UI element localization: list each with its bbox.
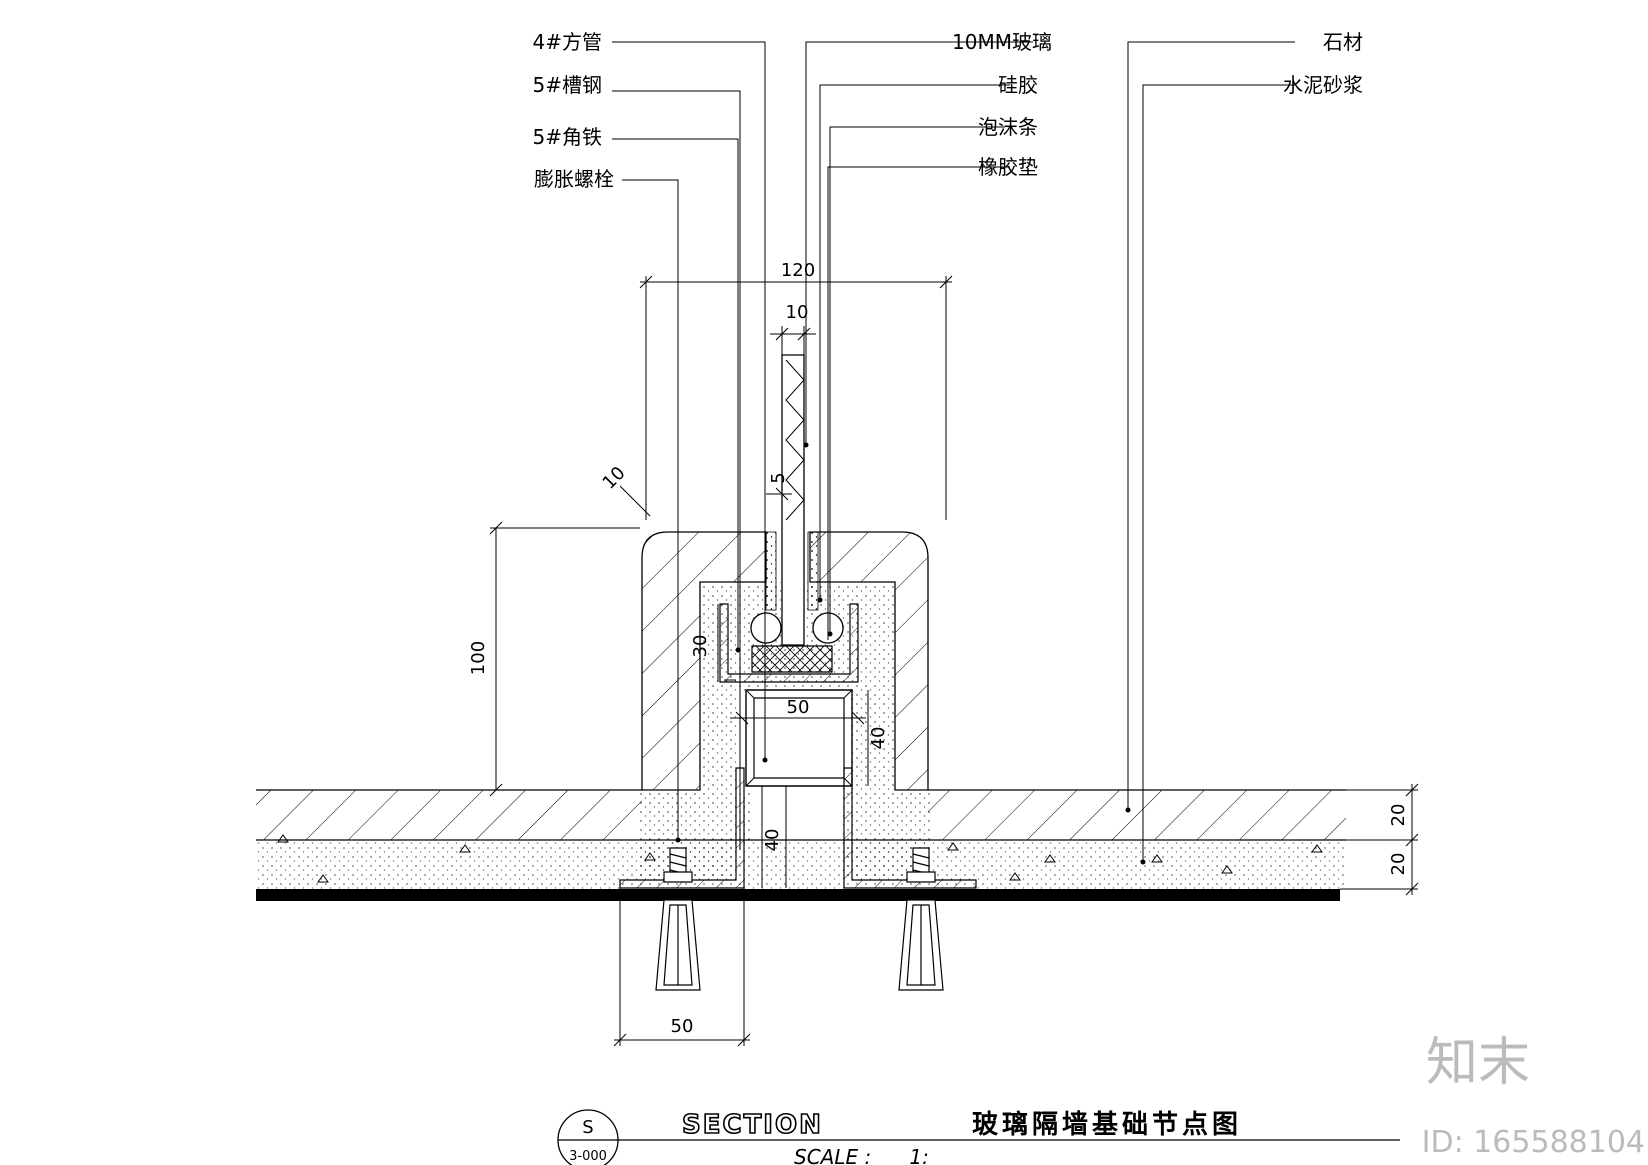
floor-stone-layer	[256, 790, 1346, 840]
structural-slab	[256, 889, 1340, 901]
dim-50-bottom: 50	[671, 1016, 694, 1037]
silicone-sealant	[766, 532, 818, 610]
expansion-bolt-right	[899, 848, 943, 990]
title-block: S 3-000 SECTION 玻璃隔墙基础节点图 SCALE : 1:	[558, 1109, 1400, 1165]
dim-20-upper: 20	[1388, 804, 1409, 827]
scale-text: SCALE : 1:	[794, 1145, 929, 1165]
label-angle-iron: 5#角铁	[533, 125, 602, 149]
dim-20-lower: 20	[1388, 853, 1409, 876]
material-labels: 4#方管 5#槽钢 5#角铁 膨胀螺栓 10MM玻璃 硅胶 泡沫条 橡胶垫 石材…	[533, 30, 1363, 191]
dim-120: 120	[781, 260, 815, 281]
dimension-texts: 120 10 5 10 100 30 50 40 40 50 20 20	[468, 260, 1409, 1037]
dim-30: 30	[690, 635, 711, 658]
watermark-id: ID: 165588104	[1422, 1125, 1645, 1160]
label-square-tube: 4#方管	[533, 30, 602, 54]
dim-10-side: 10	[599, 463, 630, 494]
section-symbol-bottom: 3-000	[569, 1149, 607, 1164]
dim-10-top: 10	[786, 302, 809, 323]
section-symbol-top: S	[582, 1117, 593, 1138]
dim-5: 5	[768, 472, 789, 483]
dim-50-tube: 50	[787, 697, 810, 718]
title-en: SECTION	[682, 1110, 823, 1140]
leader-lines	[612, 42, 1295, 862]
label-silicone: 硅胶	[998, 73, 1038, 97]
rubber-pad	[752, 646, 832, 672]
label-rubber-pad: 橡胶垫	[978, 155, 1038, 179]
leader-dots	[675, 442, 1146, 865]
label-expansion-bolt: 膨胀螺栓	[534, 167, 614, 191]
dim-100: 100	[468, 641, 489, 675]
label-glass: 10MM玻璃	[952, 30, 1052, 54]
watermark-brand: 知末	[1426, 1033, 1530, 1093]
dim-40-lower: 40	[762, 829, 783, 852]
dimension-lines	[490, 276, 1418, 1046]
title-cn: 玻璃隔墙基础节点图	[972, 1109, 1242, 1140]
expansion-bolt-left	[656, 848, 700, 990]
watermark: 知末 ID: 165588104	[1422, 1033, 1645, 1160]
channel-steel	[720, 604, 858, 682]
label-stone: 石材	[1323, 30, 1363, 54]
floor-mortar-layer	[256, 835, 1346, 889]
glass-panel	[782, 355, 804, 645]
foam-strip-left	[751, 613, 781, 643]
label-channel-steel: 5#槽钢	[533, 73, 602, 97]
label-foam-strip: 泡沫条	[978, 115, 1038, 139]
square-tube	[746, 690, 852, 786]
label-cement-mortar: 水泥砂浆	[1283, 73, 1363, 97]
dim-40-tube: 40	[868, 727, 889, 750]
